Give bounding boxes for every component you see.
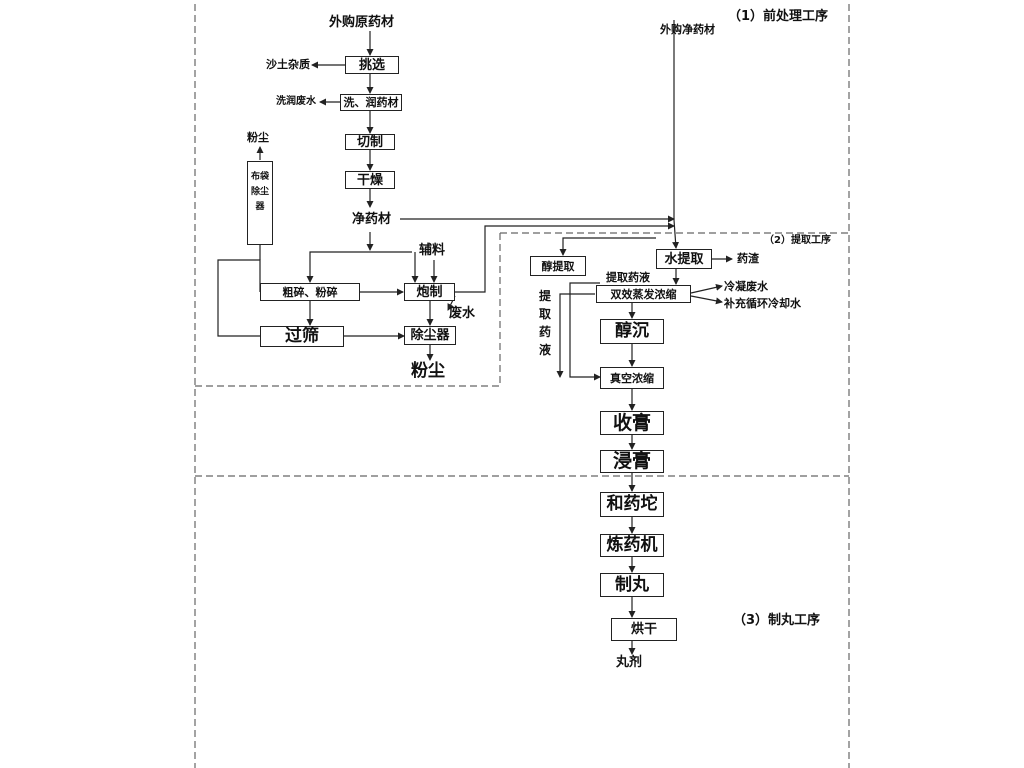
box-vacuum-conc: 真空浓缩 — [600, 367, 664, 389]
output-pills: 丸剂 — [616, 655, 643, 670]
box-process: 炮制 — [404, 283, 455, 301]
section-pre-processing-title: （1）前处理工序 — [728, 9, 829, 24]
output-condensate: 冷凝废水 — [724, 280, 768, 293]
label-extract-liquid: 提取药液 — [606, 271, 650, 284]
section-pill-making-title: （3）制丸工序 — [733, 613, 821, 628]
box-soak-paste: 浸膏 — [600, 450, 664, 473]
input-cooling-water: 补充循环冷却水 — [724, 297, 801, 310]
box-dust-remover: 除尘器 — [404, 326, 456, 345]
box-sieve: 过筛 — [260, 326, 344, 347]
box-water-extract: 水提取 — [656, 249, 712, 269]
input-aux: 辅料 — [419, 243, 446, 258]
section-extraction-title: （2）提取工序 — [764, 235, 831, 246]
clean-herbs-label: 净药材 — [352, 212, 392, 227]
box-pill-making: 制丸 — [600, 573, 664, 597]
input-clean-herbs-external: 外购净药材 — [660, 23, 715, 36]
box-mixer: 和药坨 — [600, 492, 664, 517]
box-refiner: 炼药机 — [600, 534, 664, 557]
label-extract-liquid-vertical: 提取药液 — [538, 289, 551, 357]
box-pick: 挑选 — [345, 56, 399, 74]
box-alcohol-extract: 醇提取 — [530, 256, 586, 276]
output-wash-water: 洗润废水 — [276, 96, 316, 107]
box-wash: 洗、润药材 — [340, 94, 402, 111]
output-sand: 沙土杂质 — [266, 58, 310, 71]
output-dust-bottom: 粉尘 — [411, 361, 445, 381]
box-alcohol-precip: 醇沉 — [600, 319, 664, 344]
box-crush: 粗碎、粉碎 — [260, 283, 360, 301]
box-dry: 干燥 — [345, 171, 395, 189]
output-dust-top: 粉尘 — [247, 131, 269, 144]
box-drying-oven: 烘干 — [611, 618, 677, 641]
flow-arrows — [217, 20, 733, 655]
input-raw-herbs: 外购原药材 — [329, 15, 395, 30]
box-paste-collect: 收膏 — [600, 411, 664, 435]
output-waste-water: 废水 — [449, 306, 476, 321]
box-cut: 切制 — [345, 134, 395, 150]
box-bag-filter: 布袋除尘器 — [247, 161, 273, 245]
box-double-evap: 双效蒸发浓缩 — [596, 285, 691, 303]
output-residue: 药渣 — [737, 252, 759, 265]
